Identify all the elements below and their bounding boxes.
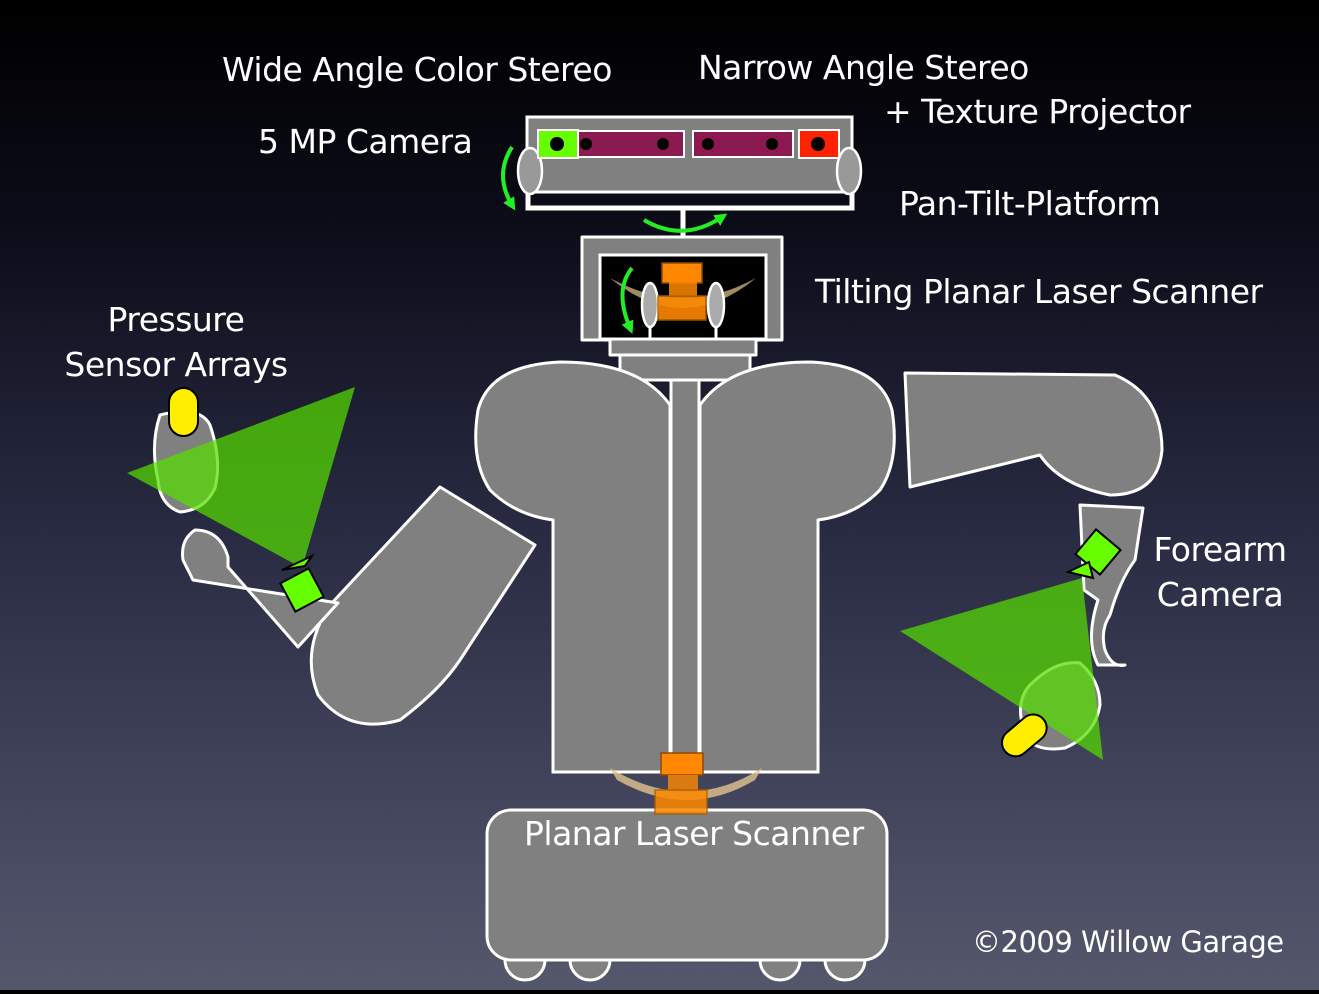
label-texture-projector: + Texture Projector — [884, 92, 1191, 131]
right-arm — [900, 371, 1164, 760]
tilt-pivot — [706, 281, 726, 329]
laser-scanner-icon — [654, 789, 708, 815]
rotation-arrow-icon — [501, 145, 516, 211]
left-forearm — [181, 528, 340, 649]
torso — [474, 338, 896, 774]
laser-scanner-icon — [660, 752, 704, 776]
right-forearm — [1078, 503, 1145, 667]
base-laser-sweep — [610, 768, 762, 800]
head-housing — [580, 235, 784, 357]
label-5mp-camera: 5 MP Camera — [258, 122, 473, 161]
right-shoulder — [698, 360, 896, 774]
copyright-notice: ©2009 Willow Garage — [972, 925, 1284, 959]
pressure-sensor — [168, 387, 199, 437]
right-upper-arm — [903, 371, 1164, 497]
label-forearm: Forearm — [1153, 530, 1288, 569]
left-upper-arm — [309, 485, 537, 726]
rotation-arrow-icon — [620, 266, 634, 334]
torso-divider — [669, 378, 701, 774]
label-sensor-arrays: Sensor Arrays — [64, 345, 288, 384]
tilt-pivot — [835, 146, 863, 196]
label-camera: Camera — [1156, 575, 1284, 614]
laser-scanner-icon — [668, 775, 698, 791]
label-pressure: Pressure — [107, 300, 245, 339]
mobile-base — [485, 808, 889, 982]
label-pan-tilt-platform: Pan-Tilt-Platform — [899, 184, 1161, 223]
label-wide-angle-color-stereo: Wide Angle Color Stereo — [222, 50, 612, 89]
camera-icon — [1065, 560, 1095, 580]
base-laser-scanner — [610, 752, 762, 815]
label-tilting-planar-laser-scanner: Tilting Planar Laser Scanner — [815, 272, 1263, 311]
camera-icon — [281, 553, 315, 571]
tilt-pivot — [640, 281, 660, 329]
pan-tilt-bracket — [525, 190, 855, 211]
left-shoulder — [474, 360, 672, 774]
laser-scanner-icon — [657, 295, 707, 321]
sensor-head — [501, 115, 863, 237]
tilt-pivot — [516, 146, 544, 196]
left-arm — [127, 387, 537, 726]
rotation-arrow-icon — [642, 213, 728, 233]
field-of-view — [900, 578, 1103, 760]
label-narrow-angle-stereo: Narrow Angle Stereo — [698, 48, 1029, 87]
pressure-sensor — [1001, 713, 1048, 758]
field-of-view — [127, 387, 355, 568]
camera-icon — [279, 567, 325, 613]
laser-scanner-icon — [669, 282, 697, 296]
label-planar-laser-scanner: Planar Laser Scanner — [524, 814, 864, 853]
laser-scanner-icon — [661, 262, 703, 284]
